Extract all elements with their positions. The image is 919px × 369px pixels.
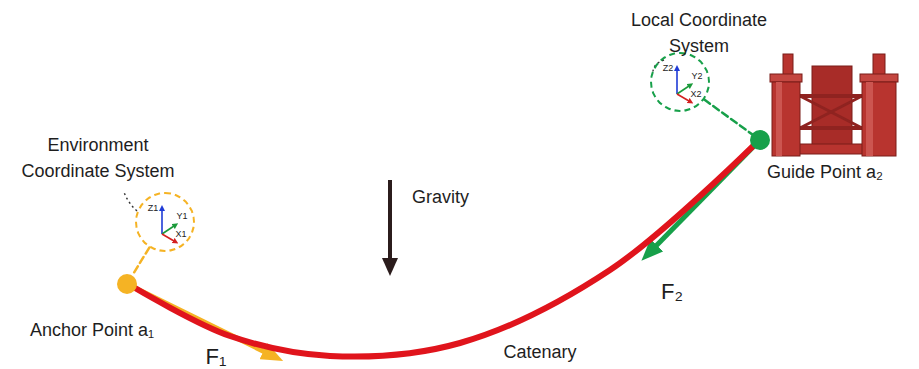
point-label: Anchor Point a₁ [30, 317, 154, 343]
axis-label: Y2 [691, 70, 702, 83]
dashed-connector [132, 248, 149, 276]
anchor-point: Anchor Point a₁ [117, 274, 137, 294]
coordinate-circle: Local Coordinate SystemZ2Y2X2 [650, 52, 710, 112]
axis-label: Y1 [176, 210, 187, 223]
force-label: Gravity [412, 184, 469, 210]
line-label: Catenary [503, 339, 576, 365]
axes-symbol [677, 70, 689, 101]
gravity-arrow [388, 180, 392, 262]
leader-line [124, 192, 137, 211]
coordinate-circle: Environment Coordinate SystemZ1Y1X1 [135, 192, 195, 252]
leader-line [653, 60, 664, 74]
axis-label: X1 [175, 228, 186, 241]
axis-label: Z1 [148, 202, 159, 215]
catenary-line [136, 147, 753, 357]
axis-label: X2 [690, 88, 701, 101]
point-label: Guide Point a₂ [767, 159, 883, 185]
node-heading: Local Coordinate System [613, 7, 785, 59]
axes-symbol [162, 210, 174, 241]
node-heading: Environment Coordinate System [12, 132, 184, 184]
guide-point: Guide Point a₂ [750, 130, 770, 150]
dashed-connector [704, 100, 752, 135]
platform-illustration [770, 54, 898, 156]
axis-label: Z2 [663, 62, 674, 75]
force-label: F₂ [661, 276, 683, 308]
force-label: F₁ [206, 341, 227, 369]
